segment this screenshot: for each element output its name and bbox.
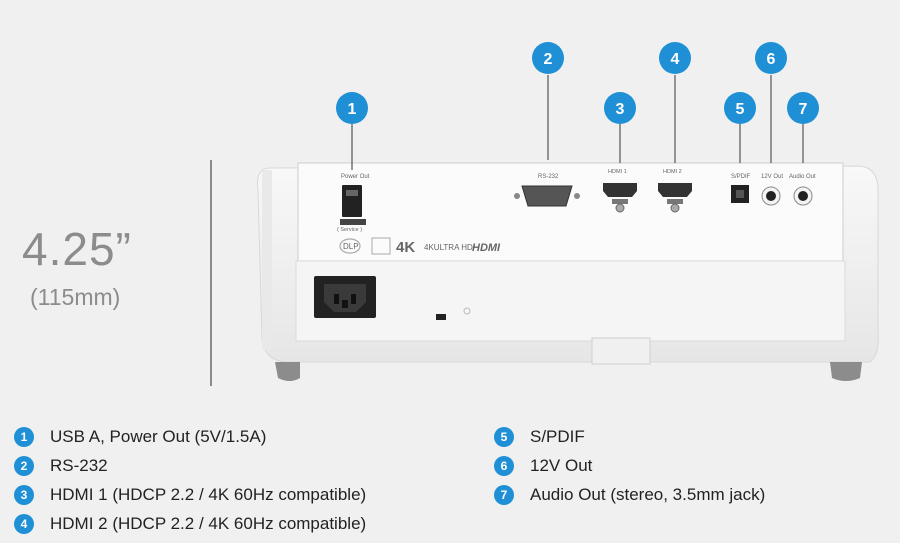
ultrahd-logo: 4KULTRA HD xyxy=(424,243,473,252)
hdmi-logo: HDMI xyxy=(472,242,501,254)
legend-item: 5 S/PDIF xyxy=(494,422,765,451)
legend-item: 1 USB A, Power Out (5V/1.5A) xyxy=(14,422,366,451)
callout-3: 3 xyxy=(604,92,636,124)
callout-leader-lines xyxy=(351,75,804,170)
legend-column-right: 5 S/PDIF 6 12V Out 7 Audio Out (stereo, … xyxy=(494,422,765,509)
callout-1: 1 xyxy=(336,92,368,124)
legend-item: 4 HDMI 2 (HDCP 2.2 / 4K 60Hz compatible) xyxy=(14,509,366,538)
legend-text: USB A, Power Out (5V/1.5A) xyxy=(50,426,267,446)
callout-6: 6 xyxy=(755,42,787,74)
hdmi2-panel-label: HDMI 2 xyxy=(663,169,682,175)
legend-text: HDMI 2 (HDCP 2.2 / 4K 60Hz compatible) xyxy=(50,513,367,533)
legend-number-badge: 4 xyxy=(14,513,34,534)
legend-number-badge: 3 xyxy=(14,484,34,505)
callout-4: 4 xyxy=(659,42,691,74)
audio-panel-label: Audio Out xyxy=(789,174,816,180)
legend-text: RS-232 xyxy=(50,455,108,475)
rs232-panel-label: RS-232 xyxy=(538,174,559,180)
callout-1-label: 1 xyxy=(348,101,357,118)
callout-5-label: 5 xyxy=(736,101,745,118)
hdmi1-panel-label: HDMI 1 xyxy=(608,169,627,175)
callout-7-label: 7 xyxy=(799,101,808,118)
callout-2: 2 xyxy=(532,42,564,74)
legend-item: 7 Audio Out (stereo, 3.5mm jack) xyxy=(494,480,765,509)
callout-5: 5 xyxy=(724,92,756,124)
height-dimension-metric: (115mm) xyxy=(30,284,121,310)
lock-symbol-icon xyxy=(463,307,471,315)
callout-3-label: 3 xyxy=(616,101,625,118)
certification-logos: DLP 4K 4KULTRA HD HDMI xyxy=(339,237,501,256)
ac-power-inlet xyxy=(314,276,376,318)
height-dimension-line xyxy=(210,160,212,386)
power-out-label: Power Out xyxy=(341,174,370,180)
callout-4-label: 4 xyxy=(671,51,680,68)
security-lock-slot xyxy=(436,314,446,320)
legend-number-badge: 1 xyxy=(14,426,34,447)
legend-text: Audio Out (stereo, 3.5mm jack) xyxy=(530,484,766,504)
usb-port: Power Out ( Service ) xyxy=(337,174,370,233)
audio-port: Audio Out xyxy=(789,174,816,206)
legend-text: 12V Out xyxy=(530,455,593,475)
legend-number-badge: 7 xyxy=(494,484,514,505)
legend-text: HDMI 1 (HDCP 2.2 / 4K 60Hz compatible) xyxy=(50,484,367,504)
4k-logo: 4K xyxy=(396,239,415,256)
spdif-port: S/PDIF xyxy=(731,174,751,203)
service-label: ( Service ) xyxy=(337,227,362,233)
height-dimension-value: 4.25” xyxy=(22,223,132,275)
legend-item: 2 RS-232 xyxy=(14,451,366,480)
legend-item: 3 HDMI 1 (HDCP 2.2 / 4K 60Hz compatible) xyxy=(14,480,366,509)
spdif-panel-label: S/PDIF xyxy=(731,174,751,180)
hdmi1-port: HDMI 1 xyxy=(603,169,637,213)
12v-panel-label: 12V Out xyxy=(761,174,783,180)
legend-number-badge: 6 xyxy=(494,455,514,476)
legend-text: S/PDIF xyxy=(530,426,585,446)
rs232-port: RS-232 xyxy=(514,174,580,207)
legend-number-badge: 2 xyxy=(14,455,34,476)
hdmi2-port: HDMI 2 xyxy=(658,169,692,213)
legend-number-badge: 5 xyxy=(494,426,514,447)
callout-6-label: 6 xyxy=(767,51,776,68)
12v-port: 12V Out xyxy=(761,174,783,206)
legend-column-left: 1 USB A, Power Out (5V/1.5A) 2 RS-232 3 … xyxy=(14,422,366,538)
callout-2-label: 2 xyxy=(544,51,553,68)
dlp-logo: DLP xyxy=(343,242,359,251)
projector-body xyxy=(257,162,879,381)
legend-item: 6 12V Out xyxy=(494,451,765,480)
callout-7: 7 xyxy=(787,92,819,124)
